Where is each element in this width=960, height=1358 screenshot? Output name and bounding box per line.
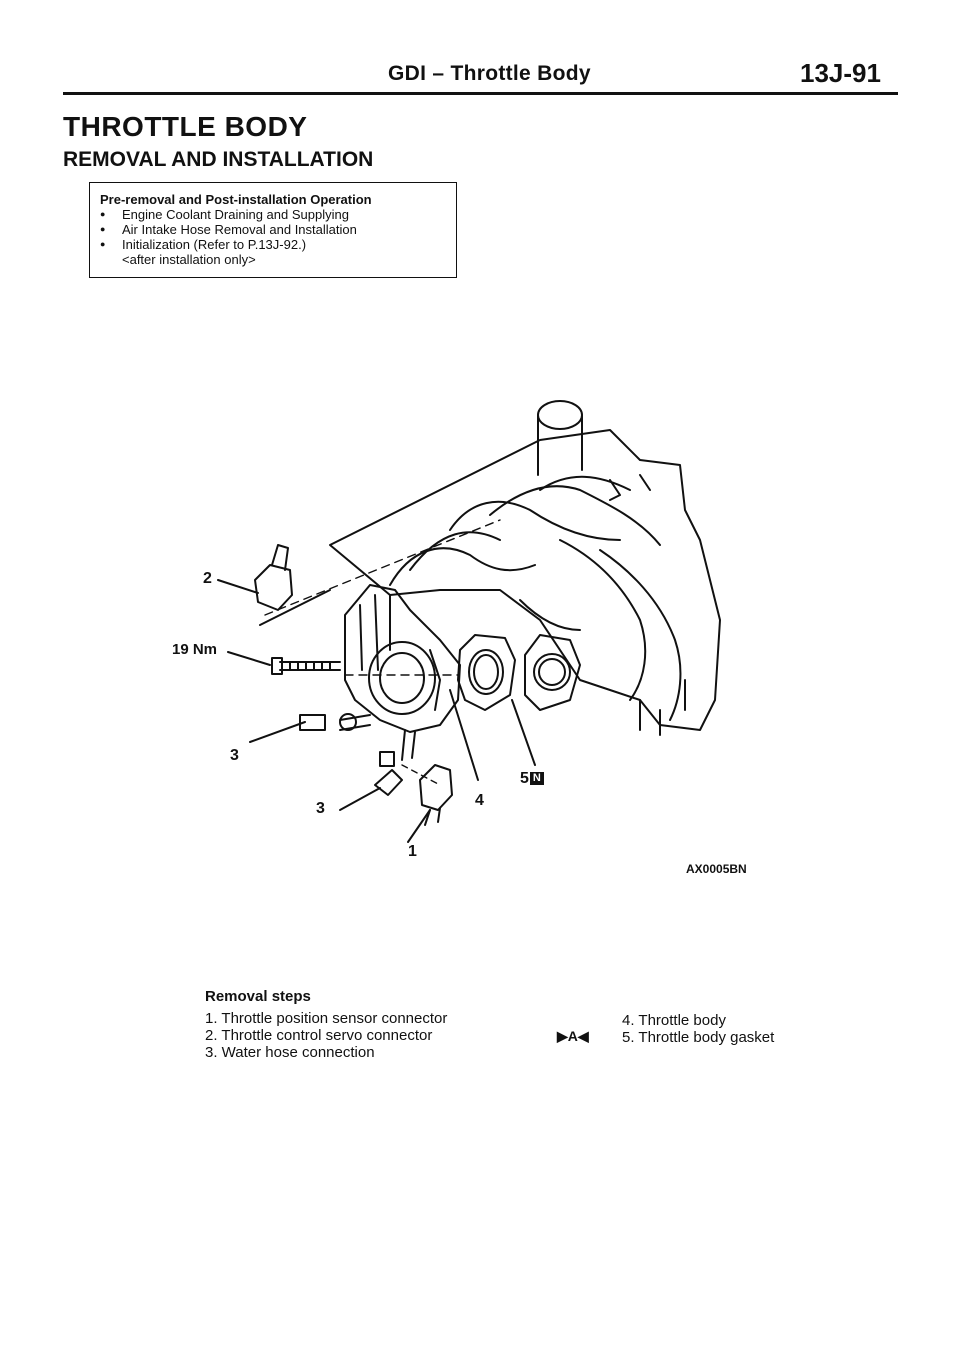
operation-box-title: Pre-removal and Post-installation Operat… bbox=[100, 192, 372, 207]
figure-code: AX0005BN bbox=[686, 862, 747, 876]
page-title: THROTTLE BODY bbox=[63, 111, 308, 142]
bullet-icon: ● bbox=[100, 209, 106, 219]
figure-label-1: 1 bbox=[408, 843, 417, 860]
throttle-body-illustration bbox=[217, 400, 721, 843]
operation-item: ● Engine Coolant Draining and Supplying bbox=[100, 207, 456, 222]
page-subtitle: REMOVAL AND INSTALLATION bbox=[63, 148, 374, 171]
removal-step: 1. Throttle position sensor connector bbox=[205, 1010, 448, 1027]
bullet-icon: ● bbox=[100, 239, 106, 249]
new-part-icon: N bbox=[529, 772, 544, 785]
operation-item-text: Initialization (Refer to P.13J-92.) bbox=[122, 237, 307, 252]
operation-box: Pre-removal and Post-installation Operat… bbox=[89, 182, 457, 278]
figure-label-torque: 19 Nm bbox=[172, 641, 218, 658]
removal-step: 5. Throttle body gasket bbox=[622, 1029, 775, 1046]
page-header-section: GDI – Throttle Body bbox=[388, 62, 591, 85]
page-number: 13J-91 bbox=[800, 58, 881, 88]
figure-label-2: 2 bbox=[203, 570, 212, 587]
removal-step: 3. Water hose connection bbox=[205, 1044, 375, 1061]
operation-item: ● Air Intake Hose Removal and Installati… bbox=[100, 222, 456, 237]
operation-item-text: Engine Coolant Draining and Supplying bbox=[122, 207, 349, 222]
removal-steps-left: 1. Throttle position sensor connector 2.… bbox=[205, 1010, 447, 1061]
removal-steps-title: Removal steps bbox=[205, 988, 311, 1005]
bullet-icon: ● bbox=[100, 224, 106, 234]
operation-item-text: Air Intake Hose Removal and Installation bbox=[122, 222, 357, 237]
removal-steps-right: 4. Throttle body 5. Throttle body gasket bbox=[622, 1012, 774, 1046]
header-rule bbox=[63, 92, 898, 95]
removal-step: 4. Throttle body bbox=[622, 1012, 726, 1029]
operation-item: ● Initialization (Refer to P.13J-92.) bbox=[100, 237, 456, 252]
figure-label-3a: 3 bbox=[230, 747, 239, 764]
service-point-marker: ▶A◀ bbox=[557, 1028, 589, 1044]
figure-label-4: 4 bbox=[475, 792, 484, 809]
figure-label-3b: 3 bbox=[316, 800, 325, 817]
operation-note: <after installation only> bbox=[122, 252, 256, 267]
removal-step: 2. Throttle control servo connector bbox=[205, 1027, 433, 1044]
figure-label-5-number: 5 bbox=[520, 770, 529, 787]
